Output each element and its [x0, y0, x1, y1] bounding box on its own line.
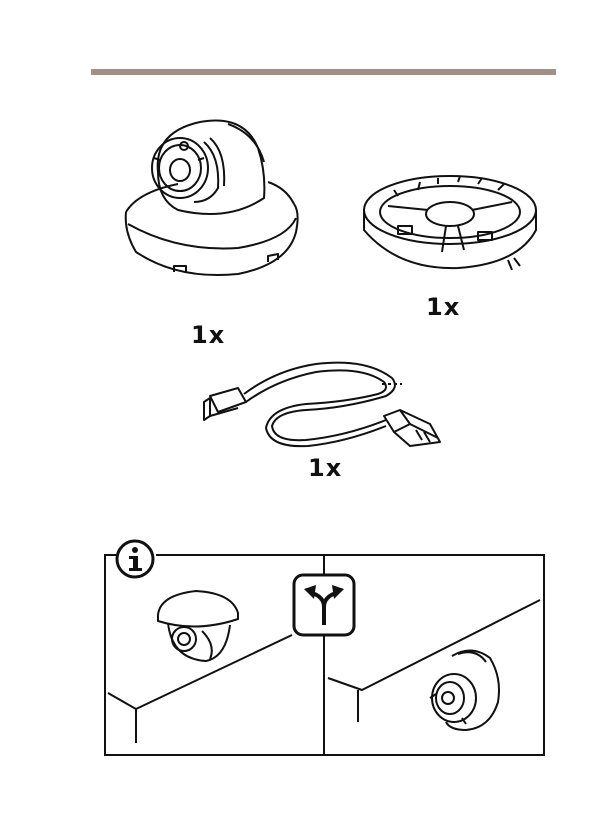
ceiling-mount-illustration: [106, 585, 320, 745]
camera-quantity: 1x: [191, 321, 225, 349]
mount-bracket-quantity: 1x: [426, 293, 460, 321]
cable-quantity: 1x: [308, 454, 342, 482]
header-rule: [91, 69, 556, 75]
network-cable-illustration: [196, 350, 456, 460]
info-icon: [114, 538, 156, 580]
wall-mount-illustration: [326, 598, 544, 738]
mount-bracket-illustration: [358, 160, 543, 285]
dome-camera-illustration: [118, 112, 303, 282]
